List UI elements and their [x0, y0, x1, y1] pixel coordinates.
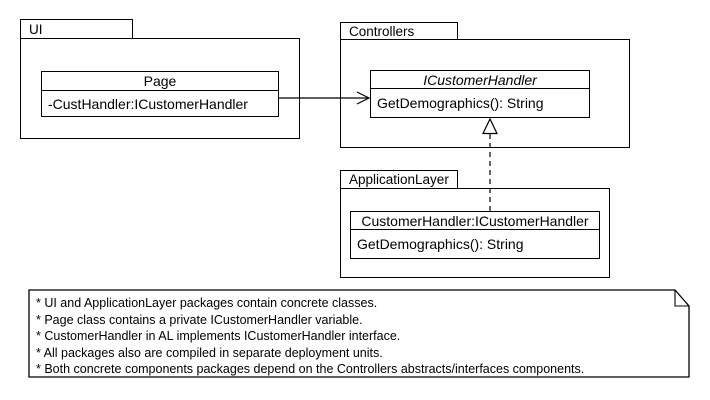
interface-icustomerhandler: ICustomerHandler GetDemographics(): Stri…: [370, 70, 590, 118]
interface-icustomerhandler-method: GetDemographics(): String: [377, 95, 544, 111]
class-customerhandler: CustomerHandler:ICustomerHandler GetDemo…: [350, 211, 600, 259]
package-controllers-label: Controllers: [349, 23, 415, 39]
class-page-attribute: -CustHandler:ICustomerHandler: [48, 95, 248, 112]
class-customerhandler-method: GetDemographics(): String: [357, 236, 524, 252]
class-customerhandler-title: CustomerHandler:ICustomerHandler: [351, 212, 599, 230]
package-ui-tab: UI: [20, 19, 133, 38]
interface-icustomerhandler-title: ICustomerHandler: [371, 71, 589, 89]
package-applicationlayer-label: ApplicationLayer: [349, 172, 449, 187]
note-line: * Page class contains a private ICustome…: [36, 312, 363, 327]
note-line: * Both concrete components packages depe…: [36, 362, 585, 377]
package-applicationlayer-tab: ApplicationLayer: [340, 170, 458, 188]
note-line: * All packages also are compiled in sepa…: [36, 345, 383, 360]
class-page: Page -CustHandler:ICustomerHandler: [41, 71, 279, 117]
note: * UI and ApplicationLayer packages conta…: [36, 295, 684, 378]
class-page-title: Page: [42, 72, 278, 91]
note-line: * CustomerHandler in AL implements ICust…: [36, 329, 401, 344]
package-ui-label: UI: [29, 21, 43, 37]
note-line: * UI and ApplicationLayer packages conta…: [36, 296, 378, 310]
package-controllers-tab: Controllers: [340, 22, 458, 39]
